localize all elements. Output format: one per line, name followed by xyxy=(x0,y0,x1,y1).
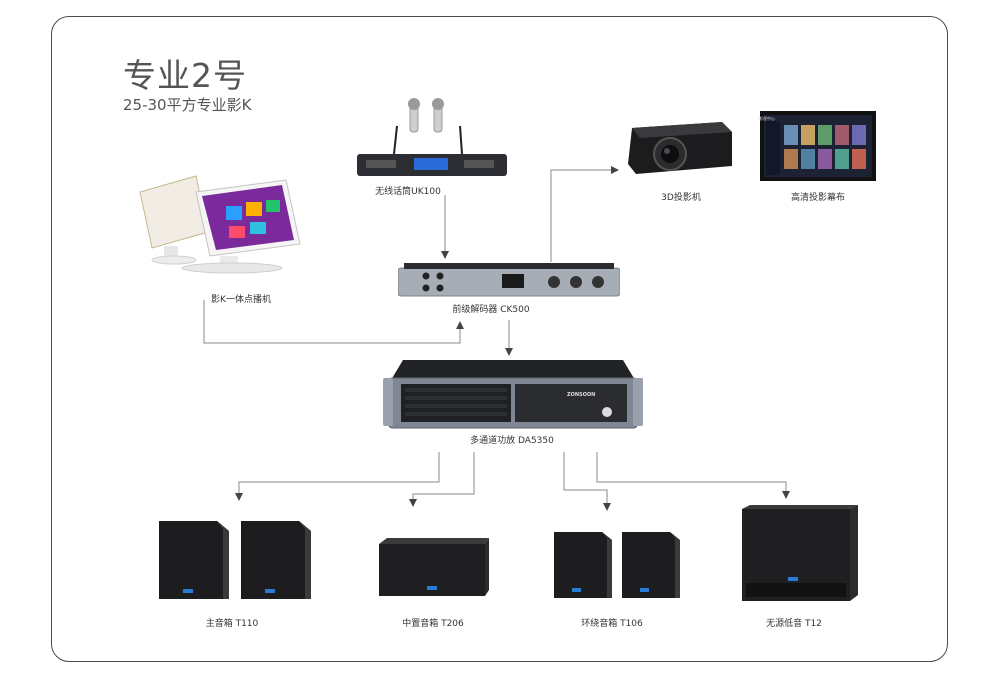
wireless-mic-icon xyxy=(357,98,507,176)
amplifier-icon xyxy=(383,360,643,429)
page-subtitle: 25-30平方专业影K xyxy=(123,96,252,114)
preamp-decoder-icon xyxy=(398,263,620,297)
label-surround-speaker: 环绕音箱 T106 xyxy=(581,619,643,629)
label-amp: 多通道功放 DA5350 xyxy=(470,436,554,446)
surround-speaker-icon xyxy=(554,532,680,598)
projector-icon xyxy=(628,122,732,174)
label-subwoofer: 无源低音 T12 xyxy=(766,619,822,629)
subwoofer-icon xyxy=(742,505,858,601)
karaoke-player-icon xyxy=(139,175,301,274)
page-title: 专业2号 xyxy=(123,56,247,95)
wire-preamp-to-projector xyxy=(550,166,619,262)
wire-amp-to-center xyxy=(409,452,475,507)
screen-ui-header: 影视中心 xyxy=(759,116,775,121)
amp-brand: ZONSOON xyxy=(567,392,596,398)
wire-amp-to-sub xyxy=(596,452,790,499)
label-player: 影K一体点播机 xyxy=(211,295,271,305)
label-mic: 无线话筒UK100 xyxy=(375,187,441,197)
projection-screen-icon xyxy=(760,111,876,181)
label-screen: 高清投影幕布 xyxy=(790,193,846,203)
wire-amp-to-surround xyxy=(563,452,611,511)
label-projector: 3D投影机 xyxy=(661,193,701,203)
center-speaker-icon xyxy=(379,538,489,596)
label-center-speaker: 中置音箱 T206 xyxy=(402,619,464,629)
main-speaker-icon xyxy=(159,521,311,599)
label-main-speaker: 主音箱 T110 xyxy=(205,619,259,629)
wire-amp-to-main xyxy=(235,452,440,501)
diagram-frame xyxy=(51,16,948,662)
label-preamp: 前级解码器 CK500 xyxy=(452,305,530,315)
wire-player-to-preamp xyxy=(203,300,464,344)
